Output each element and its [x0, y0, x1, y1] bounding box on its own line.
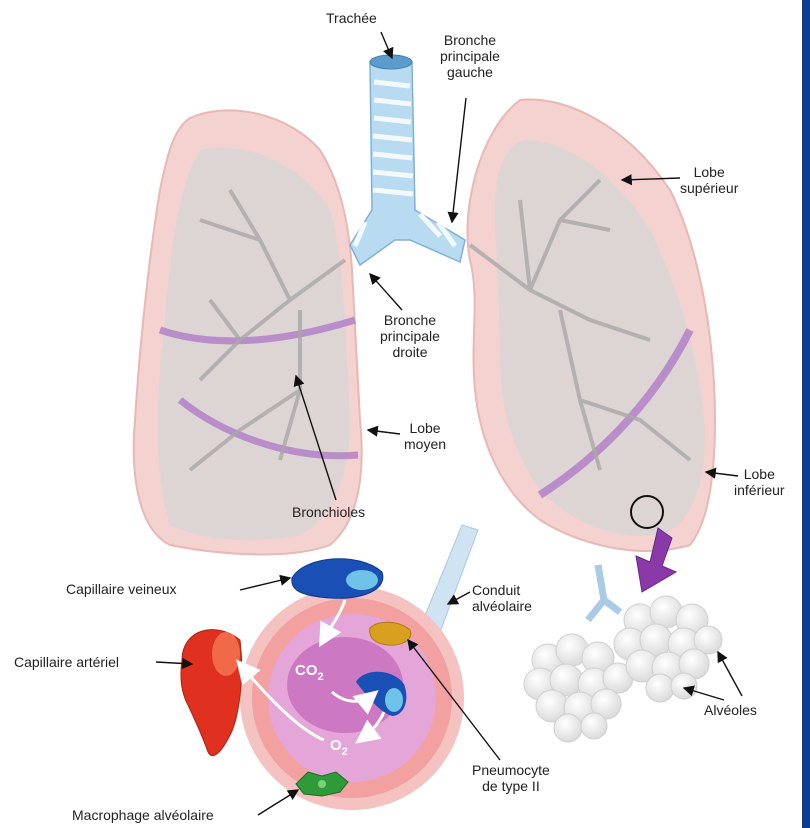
venous-capillary-leader: [240, 578, 290, 590]
middle-lobe-label-line-1: Lobe: [404, 420, 446, 436]
right-bronchus-label-line-3: droite: [380, 344, 440, 360]
alveoli-clusters: [524, 565, 722, 742]
left-bronchus-label-line-1: Bronche: [440, 32, 500, 48]
alveolar-duct: [420, 525, 478, 632]
lower-lobe-label: Lobe inférieur: [734, 466, 785, 498]
macrophage-label: Macrophage alvéolaire: [72, 807, 214, 823]
pneumocyte-label-line-2: de type II: [472, 778, 550, 794]
alveolar-duct-label-line-2: alvéolaire: [472, 598, 532, 614]
right-bronchus-label-line-2: principale: [380, 328, 440, 344]
left-bronchus-label-line-3: gauche: [440, 64, 500, 80]
venous-capillary-lumen: [346, 570, 378, 590]
right-lung-tissue: [158, 148, 350, 541]
alveolar-duct-label: Conduit alvéolaire: [472, 582, 532, 614]
right-bronchus-label-line-1: Bronche: [380, 312, 440, 328]
middle-lobe-label-line-2: moyen: [404, 436, 446, 452]
alveoli-leader-1: [718, 652, 742, 696]
left-bronchus-label-line-2: principale: [440, 48, 500, 64]
upper-lobe-label-line-2: supérieur: [680, 180, 738, 196]
arterial-capillary-label: Capillaire artériel: [14, 654, 119, 670]
inner-capillary-lumen: [385, 688, 403, 712]
macrophage-nucleus: [318, 780, 326, 788]
left-lung: [467, 100, 715, 551]
bronchioles-label: Bronchioles: [292, 504, 365, 520]
left-bronchus-label: Bronche principale gauche: [440, 32, 500, 80]
window-frame-edge: [802, 0, 810, 828]
trachea-label: Trachée: [326, 10, 377, 26]
venous-capillary-label: Capillaire veineux: [66, 581, 177, 597]
lower-lobe-label-line-2: inférieur: [734, 482, 785, 498]
pneumocyte-label-line-1: Pneumocyte: [472, 762, 550, 778]
duct-tube: [420, 525, 478, 632]
pneumocyte-label: Pneumocyte de type II: [472, 762, 550, 794]
trachea-leader: [381, 32, 392, 58]
macrophage-leader: [258, 790, 298, 815]
alveolus-cross-section: [181, 559, 464, 810]
alveoli-label: Alvéoles: [704, 702, 757, 718]
upper-lobe-label: Lobe supérieur: [680, 164, 738, 196]
right-bronchus-leader: [370, 274, 402, 310]
terminal-bronchiole: [588, 565, 620, 620]
left-bronchus-leader: [452, 98, 466, 222]
right-bronchus-label: Bronche principale droite: [380, 312, 440, 360]
upper-lobe-label-line-1: Lobe: [680, 164, 738, 180]
arterial-capillary-lumen: [212, 632, 240, 676]
lower-lobe-label-line-1: Lobe: [734, 466, 785, 482]
trachea-bronchi: [350, 55, 465, 265]
middle-lobe-label: Lobe moyen: [404, 420, 446, 452]
alveolar-duct-label-line-1: Conduit: [472, 582, 532, 598]
right-lung: [134, 110, 362, 554]
middle-lobe-leader: [368, 430, 400, 434]
